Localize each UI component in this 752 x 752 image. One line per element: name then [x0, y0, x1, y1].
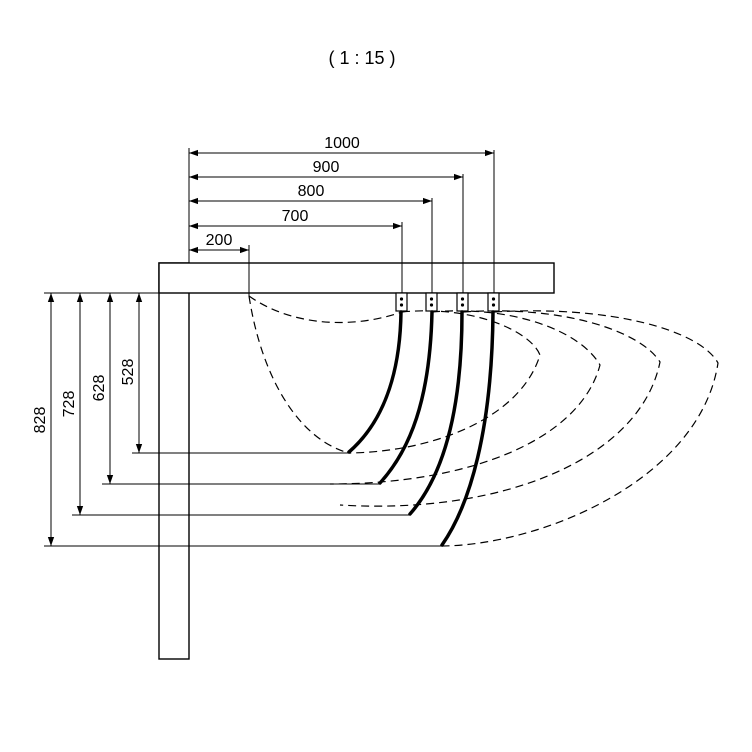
mounting-beam: [158, 262, 555, 294]
wall-post: [158, 262, 190, 660]
hose-connectors: [395, 292, 500, 312]
vertical-extension-lines: [44, 292, 442, 547]
dim-label-728: 728: [61, 391, 78, 418]
dim-label-200: 200: [206, 232, 233, 249]
dim-label-800: 800: [298, 183, 325, 200]
swing-envelopes: [248, 295, 719, 547]
swing-arc-1: [348, 310, 541, 454]
horizontal-extension-lines: [188, 148, 495, 296]
swing-arc-200-top: [248, 295, 403, 324]
hose-728: [408, 310, 464, 516]
swing-arc-2: [329, 310, 601, 485]
horizontal-dimension-lines: [189, 149, 494, 254]
vertical-dimension-lines: [47, 293, 143, 546]
swing-arc-4: [439, 310, 719, 547]
dim-label-628: 628: [91, 375, 108, 402]
dim-label-528: 528: [120, 359, 137, 386]
scale-label: ( 1 : 15 ): [328, 48, 395, 68]
dim-label-900: 900: [313, 159, 340, 176]
dim-label-828: 828: [32, 407, 49, 434]
hoses: [347, 310, 495, 547]
hose-828: [440, 310, 495, 547]
hose-528: [347, 310, 403, 454]
dim-label-700: 700: [282, 208, 309, 225]
hose-628: [378, 310, 434, 485]
swing-arc-3: [339, 310, 661, 507]
dim-label-1000: 1000: [324, 135, 360, 152]
swing-arc-200: [248, 295, 350, 454]
